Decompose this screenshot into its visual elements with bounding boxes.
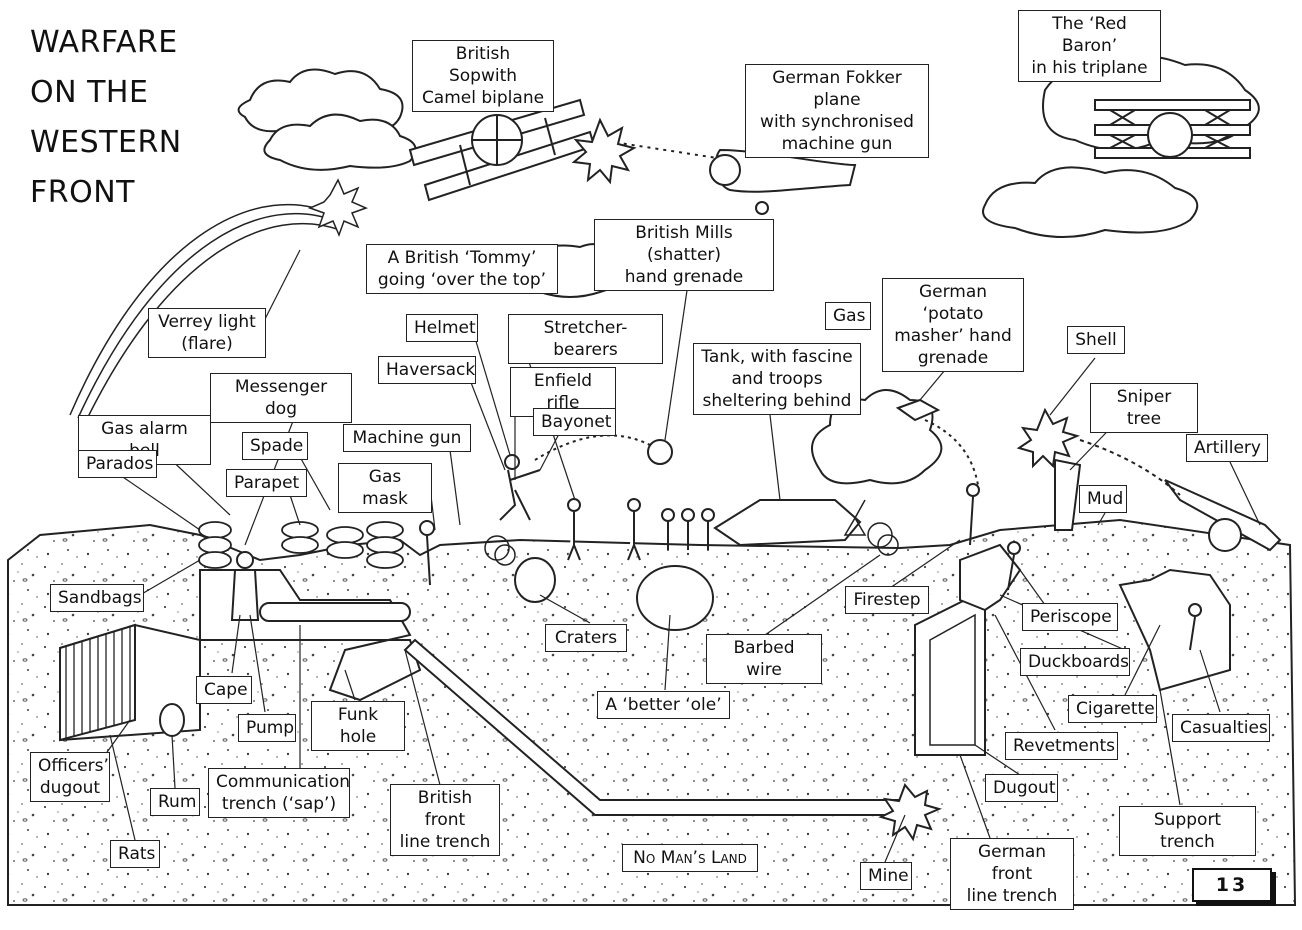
label-firestep: Firestep <box>845 586 929 614</box>
label-spade: Spade <box>242 432 308 460</box>
support-trench <box>1118 568 1231 692</box>
label-red-baron: The ‘Red Baron’ in his triplane <box>1018 10 1161 82</box>
german-trench <box>959 543 1022 612</box>
label-sniper-tree: Sniper tree <box>1090 383 1198 433</box>
label-mills-grenade: British Mills (shatter) hand grenade <box>594 219 774 291</box>
label-german-front: German front line trench <box>950 838 1074 910</box>
barbed-wire <box>484 499 899 566</box>
cloud-left <box>237 68 404 138</box>
tank <box>713 499 862 547</box>
sopwith-camel-biplane <box>408 98 596 202</box>
page-number: 13 <box>1192 868 1272 902</box>
label-stretcher: Stretcher-bearers <box>508 314 663 364</box>
red-baron-triplane <box>1094 99 1251 159</box>
label-pump: Pump <box>238 714 296 742</box>
label-funk-hole: Funk hole <box>311 701 405 751</box>
label-gas-mask: Gas mask <box>338 463 432 513</box>
label-mine: Mine <box>860 862 912 890</box>
label-craters: Craters <box>545 624 627 652</box>
label-british-front: British front line trench <box>390 784 500 856</box>
label-casualties: Casualties <box>1172 714 1270 742</box>
title-line-3: Western <box>30 125 182 160</box>
title-line-4: Front <box>30 175 135 210</box>
label-helmet: Helmet <box>406 314 478 342</box>
label-parados: Parados <box>78 450 157 478</box>
label-cape: Cape <box>196 676 252 704</box>
sandbag-stacks <box>198 521 404 569</box>
communication-trench-tube <box>259 602 411 622</box>
label-parapet: Parapet <box>226 469 307 497</box>
label-fokker: German Fokker plane with synchronised ma… <box>745 64 929 158</box>
crater-1 <box>514 557 556 603</box>
label-dugout: Dugout <box>985 774 1058 802</box>
label-better-ole: A ‘better ‘ole’ <box>597 691 730 719</box>
label-messenger-dog: Messenger dog <box>210 373 352 423</box>
label-verrey: Verrey light (flare) <box>148 308 266 358</box>
label-no-mans-land: No Man’s Land <box>622 844 758 872</box>
artillery-gun <box>1164 479 1282 552</box>
verrey-light <box>69 178 369 422</box>
label-officers-dugout: Officers’ dugout <box>30 752 110 802</box>
label-gas: Gas <box>825 302 871 330</box>
label-cigarette: Cigarette <box>1068 695 1157 723</box>
crater-2 <box>636 565 714 631</box>
fokker-plane <box>709 148 857 215</box>
label-sandbags: Sandbags <box>50 584 144 612</box>
label-tank: Tank, with fascine and troops sheltering… <box>693 343 861 415</box>
gunfire <box>571 117 731 185</box>
title-line-1: Warfare <box>30 25 178 60</box>
shell-burst <box>1016 407 1181 496</box>
label-barbed-wire: Barbed wire <box>706 634 822 684</box>
sniper-tree <box>1054 458 1082 531</box>
label-periscope: Periscope <box>1022 603 1118 631</box>
mine-explosion <box>878 783 942 842</box>
title-line-2: on the <box>30 75 149 110</box>
label-bayonet: Bayonet <box>533 408 616 436</box>
label-potato-masher: German ‘potato masher’ hand grenade <box>882 278 1024 372</box>
label-support-trench: Support trench <box>1119 806 1256 856</box>
label-rum: Rum <box>150 788 200 816</box>
cloud-right-2 <box>982 166 1199 238</box>
label-mud: Mud <box>1079 485 1127 513</box>
label-revetments: Revetments <box>1005 732 1118 760</box>
label-haversack: Haversack <box>378 356 476 384</box>
soldiers <box>230 454 1202 651</box>
label-shell: Shell <box>1067 326 1125 354</box>
rum-barrel <box>159 703 185 737</box>
label-sopwith: British Sopwith Camel biplane <box>412 40 554 112</box>
label-communication-trench: Communication trench (‘sap’) <box>208 768 350 818</box>
label-machine-gun: Machine gun <box>343 424 471 452</box>
label-duckboards: Duckboards <box>1020 648 1130 676</box>
page-title: Warfare on the Western Front <box>30 18 182 218</box>
label-tommy: A British ‘Tommy’ going ‘over the top’ <box>366 244 558 294</box>
label-artillery: Artillery <box>1186 434 1268 462</box>
label-rats: Rats <box>110 840 160 868</box>
